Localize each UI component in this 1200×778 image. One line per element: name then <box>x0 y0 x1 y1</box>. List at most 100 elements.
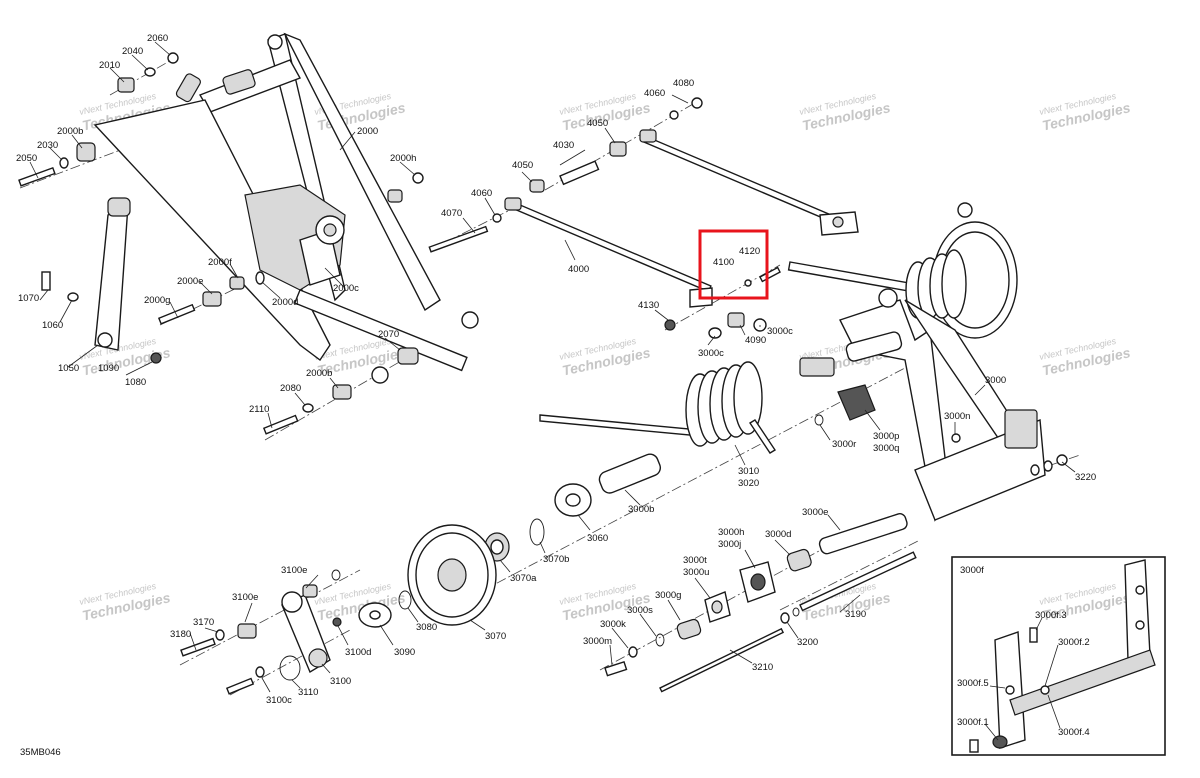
tube-3000b <box>598 453 662 494</box>
label-2050: 2050 <box>16 153 37 164</box>
spacer <box>559 160 600 186</box>
washer <box>144 67 156 77</box>
bushing <box>202 291 222 307</box>
pivot <box>957 202 973 218</box>
rear-arm-frame <box>93 99 331 362</box>
rod-clevis-pin <box>832 216 844 228</box>
washer <box>669 110 679 120</box>
shock-rod <box>787 261 919 294</box>
washer <box>255 271 265 285</box>
label-3100e-right: 3100e <box>281 565 307 576</box>
label-3000m: 3000m <box>583 636 612 647</box>
bushing-3000d <box>786 548 812 572</box>
rear-arm-hardware <box>18 52 424 435</box>
bolt <box>180 637 216 657</box>
nut <box>691 97 703 109</box>
label-3180: 3180 <box>170 629 191 640</box>
plate-3000t-hole <box>711 600 723 614</box>
washer <box>215 629 225 641</box>
ring-3000s <box>655 633 665 647</box>
rod-end <box>639 129 657 143</box>
rear-arm-eye <box>267 34 283 50</box>
label-3000c-left: 3000c <box>698 348 724 359</box>
label-3000n: 3000n <box>944 411 970 422</box>
label-3000p: 3000p <box>873 431 899 442</box>
wheel-3070-hub <box>437 558 467 592</box>
nut <box>951 433 961 443</box>
label-2040: 2040 <box>122 46 143 57</box>
highlight-box <box>698 229 769 300</box>
label-2110: 2110 <box>249 404 269 415</box>
front-link <box>94 203 129 351</box>
bolt <box>157 303 196 325</box>
front-arm-assembly <box>787 202 1068 522</box>
label-4090: 4090 <box>745 335 766 346</box>
label-2030: 2030 <box>37 140 58 151</box>
label-4060-right: 4060 <box>644 88 665 99</box>
inset-bushing <box>992 735 1008 749</box>
label-3000k: 3000k <box>600 619 626 630</box>
shock-rod-assembly <box>428 97 859 339</box>
inset-title: 3000f <box>960 565 984 576</box>
bushing <box>397 347 419 365</box>
bushing-3000g <box>676 618 702 640</box>
washer <box>302 403 314 413</box>
torsion-spring <box>539 361 776 454</box>
label-2000c: 2000c <box>333 283 359 294</box>
label-3070a: 3070a <box>510 573 537 584</box>
bushing <box>332 384 352 400</box>
inset-nut <box>1040 685 1050 695</box>
bolt <box>41 271 51 291</box>
label-4100: 4100 <box>713 257 734 268</box>
washer <box>1043 460 1053 472</box>
label-4050-left: 4050 <box>512 160 533 171</box>
label-1060: 1060 <box>42 320 63 331</box>
label-3000d: 3000d <box>765 529 791 540</box>
label-3000q: 3000q <box>873 443 899 454</box>
wheel-axle-stack <box>358 453 662 628</box>
label-3000h: 3000h <box>718 527 744 538</box>
bolt <box>262 414 299 435</box>
rod-4000 <box>509 201 712 293</box>
inset-frame <box>951 556 1166 756</box>
label-3190: 3190 <box>845 609 866 620</box>
front-link-eye <box>97 332 113 348</box>
bushing <box>229 276 245 290</box>
rear-arm-sleeve <box>222 69 256 95</box>
idler-arm-eye <box>281 591 303 613</box>
rear-arm-pivot-inner <box>323 223 337 237</box>
label-4060-left: 4060 <box>471 188 492 199</box>
label-2000b-lower: 2000b <box>306 368 332 379</box>
nut <box>664 319 676 331</box>
washer <box>59 157 69 169</box>
label-4000: 4000 <box>568 264 589 275</box>
label-3010: 3010 <box>738 466 759 477</box>
label-3000f-2: 3000f.2 <box>1058 637 1090 648</box>
label-2060: 2060 <box>147 33 168 44</box>
rear-arm-assembly <box>93 32 479 384</box>
spline-shaft <box>799 357 835 377</box>
label-3000s: 3000s <box>627 605 653 616</box>
washer <box>492 213 502 223</box>
bushing <box>387 189 403 203</box>
nut <box>1056 454 1068 466</box>
ring <box>792 607 800 617</box>
nut <box>332 617 342 627</box>
label-4070: 4070 <box>441 208 462 219</box>
rod-3210 <box>659 627 785 693</box>
idler-arm-eye <box>308 648 328 668</box>
bushing <box>529 179 545 193</box>
label-4030: 4030 <box>553 140 574 151</box>
label-3060: 3060 <box>587 533 608 544</box>
drawing-code: 35MB046 <box>20 747 61 758</box>
bolt-3000m <box>604 660 628 677</box>
label-2000: 2000 <box>357 126 378 137</box>
pivot <box>878 288 898 308</box>
idler-arm-assembly <box>180 569 342 695</box>
lower-pivot-stack <box>604 513 917 693</box>
